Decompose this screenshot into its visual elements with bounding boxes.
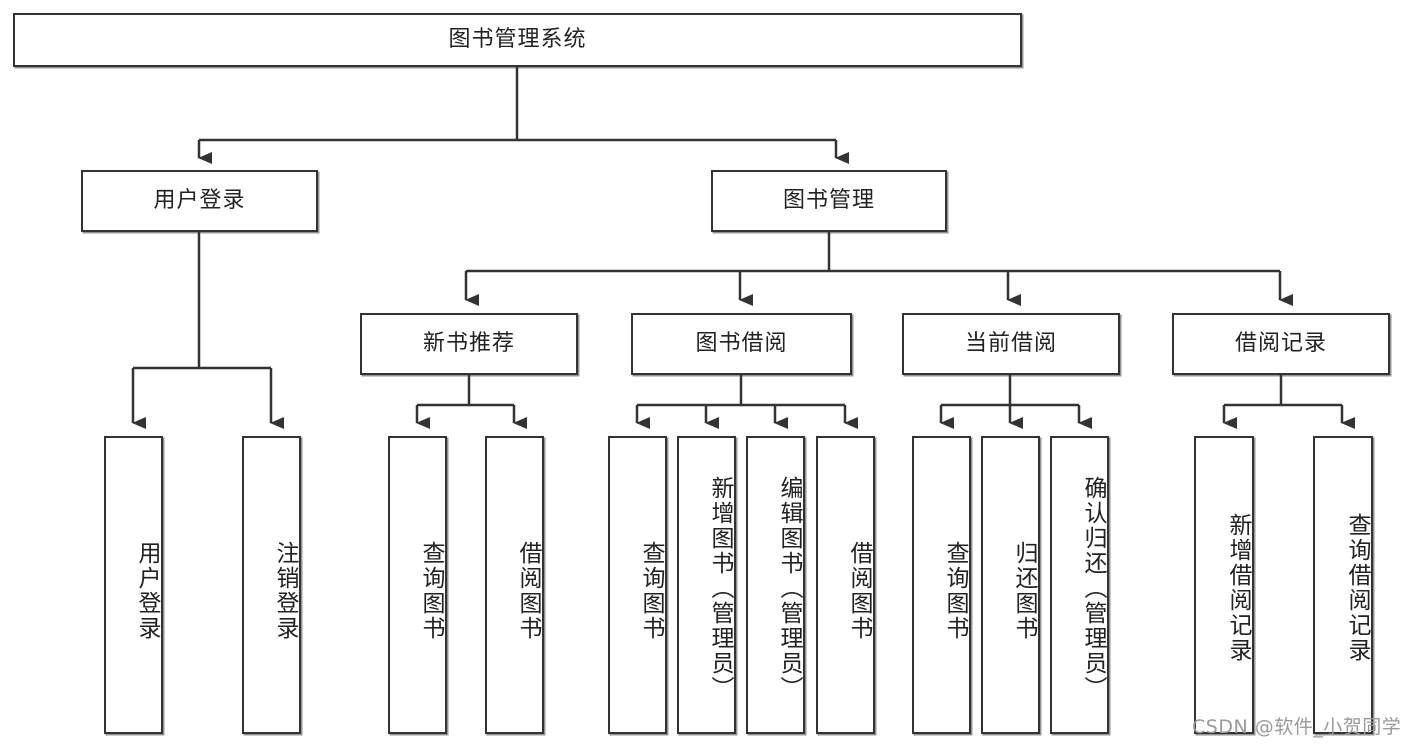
- node-current-borrow[interactable]: 当前借阅: [902, 313, 1120, 375]
- node-leaf-query-record[interactable]: 查询借阅记录: [1313, 436, 1373, 734]
- node-leaf-query-book-3-label: 查询图书: [942, 541, 968, 641]
- node-leaf-borrow-book-1-label: 借阅图书: [515, 541, 541, 641]
- node-leaf-user-logout-label: 注销登录: [272, 541, 298, 641]
- node-new-book-recommend-label: 新书推荐: [422, 330, 515, 356]
- node-leaf-user-login-label: 用户登录: [134, 541, 160, 641]
- node-book-borrow[interactable]: 图书借阅: [631, 313, 852, 375]
- node-root[interactable]: 图书管理系统: [13, 13, 1022, 67]
- node-leaf-edit-book-label: 编辑图书（管理员）: [776, 475, 802, 701]
- node-user-login-label: 用户登录: [153, 187, 246, 213]
- node-new-book-recommend[interactable]: 新书推荐: [360, 313, 578, 375]
- node-leaf-return-book-label: 归还图书: [1011, 541, 1037, 641]
- node-leaf-user-logout[interactable]: 注销登录: [242, 436, 301, 734]
- node-leaf-add-record-label: 新增借阅记录: [1225, 513, 1251, 663]
- node-leaf-add-record[interactable]: 新增借阅记录: [1194, 436, 1254, 734]
- node-borrow-record[interactable]: 借阅记录: [1172, 313, 1390, 375]
- node-leaf-add-book[interactable]: 新增图书（管理员）: [677, 436, 736, 734]
- node-leaf-borrow-book-2[interactable]: 借阅图书: [816, 436, 875, 734]
- node-leaf-query-book-1-label: 查询图书: [418, 541, 444, 641]
- node-book-manage-label: 图书管理: [782, 187, 875, 213]
- node-book-manage[interactable]: 图书管理: [711, 170, 947, 232]
- node-leaf-query-record-label: 查询借阅记录: [1344, 513, 1370, 663]
- node-leaf-add-book-label: 新增图书（管理员）: [707, 475, 733, 701]
- node-book-borrow-label: 图书借阅: [695, 330, 788, 356]
- node-leaf-return-book[interactable]: 归还图书: [981, 436, 1040, 734]
- node-leaf-borrow-book-2-label: 借阅图书: [846, 541, 872, 641]
- node-leaf-borrow-book-1[interactable]: 借阅图书: [485, 436, 544, 734]
- node-leaf-confirm-return-label: 确认归还（管理员）: [1080, 475, 1106, 701]
- node-root-label: 图书管理系统: [448, 26, 587, 52]
- node-leaf-query-book-2[interactable]: 查询图书: [608, 436, 667, 734]
- node-leaf-query-book-2-label: 查询图书: [638, 541, 664, 641]
- node-leaf-query-book-1[interactable]: 查询图书: [388, 436, 447, 734]
- node-borrow-record-label: 借阅记录: [1234, 330, 1327, 356]
- node-user-login[interactable]: 用户登录: [81, 170, 318, 232]
- node-current-borrow-label: 当前借阅: [964, 330, 1057, 356]
- csdn-watermark: CSDN @软件_小贺同学: [1192, 716, 1402, 738]
- node-leaf-user-login[interactable]: 用户登录: [104, 436, 163, 734]
- node-leaf-confirm-return[interactable]: 确认归还（管理员）: [1050, 436, 1109, 734]
- node-leaf-query-book-3[interactable]: 查询图书: [912, 436, 971, 734]
- node-leaf-edit-book[interactable]: 编辑图书（管理员）: [746, 436, 805, 734]
